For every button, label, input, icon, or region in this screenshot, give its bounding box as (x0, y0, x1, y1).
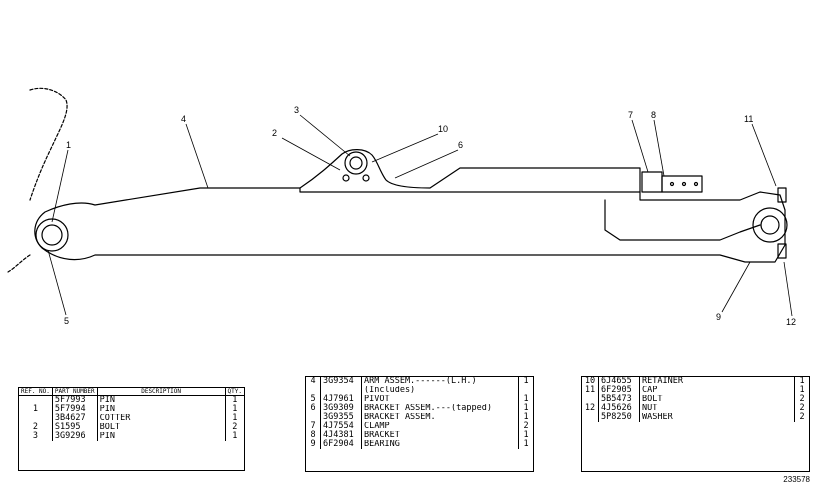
callout-11: 11 (744, 114, 753, 124)
arm-body (34, 187, 786, 263)
right-bearing (752, 207, 788, 243)
leader-6 (394, 149, 459, 179)
leader-12 (783, 261, 793, 317)
leader-9 (721, 261, 751, 313)
callout-6: 6 (458, 140, 463, 150)
bracket-bolt-5 (693, 181, 699, 187)
cap-bolt-top (777, 187, 787, 203)
callout-10: 10 (438, 124, 448, 134)
leader-4 (185, 123, 209, 189)
header-desc: DESCRIPTION (97, 388, 226, 396)
clamp-block (641, 171, 663, 193)
callout-4: 4 (181, 114, 186, 124)
header-qty: QTY. (225, 388, 244, 396)
leader-8 (653, 119, 665, 177)
cap-bolt-bottom (777, 243, 787, 259)
header-part: PART NUMBER (52, 388, 98, 396)
upper-bracket (299, 149, 641, 193)
leader-5 (47, 249, 67, 316)
callout-12: 12 (786, 317, 796, 327)
bracket-bolt-2 (362, 174, 370, 182)
right-housing (604, 199, 761, 241)
leader-7 (631, 119, 649, 173)
pivot-inner (41, 224, 63, 246)
callout-3: 3 (294, 105, 299, 115)
dashed-outline-upper (29, 87, 68, 201)
bracket-bolt-1 (342, 174, 350, 182)
header-ref: REF. NO. (19, 388, 53, 396)
leader-1 (51, 149, 69, 223)
callout-2: 2 (272, 128, 277, 138)
leader-11 (751, 123, 777, 187)
right-bearing-inner (760, 215, 780, 235)
leader-10 (371, 133, 439, 163)
dashed-outline-lower (7, 254, 31, 273)
bracket-pin-inner (349, 156, 363, 170)
leader-3 (299, 114, 351, 157)
callout-1: 1 (66, 140, 71, 150)
table-row: (Includes) (306, 386, 533, 395)
callout-7: 7 (628, 110, 633, 120)
bracket-bolt-4 (681, 181, 687, 187)
parts-table-1: REF. NO. PART NUMBER DESCRIPTION QTY. 5F… (18, 387, 245, 471)
pivot-outer (35, 218, 69, 252)
bracket-bolt-3 (669, 181, 675, 187)
callout-9: 9 (716, 312, 721, 322)
leader-2 (281, 137, 341, 171)
drawing-number: 233578 (783, 475, 810, 484)
callout-8: 8 (651, 110, 656, 120)
bracket-pin (344, 151, 368, 175)
callout-5: 5 (64, 316, 69, 326)
bracket-block (661, 175, 703, 193)
